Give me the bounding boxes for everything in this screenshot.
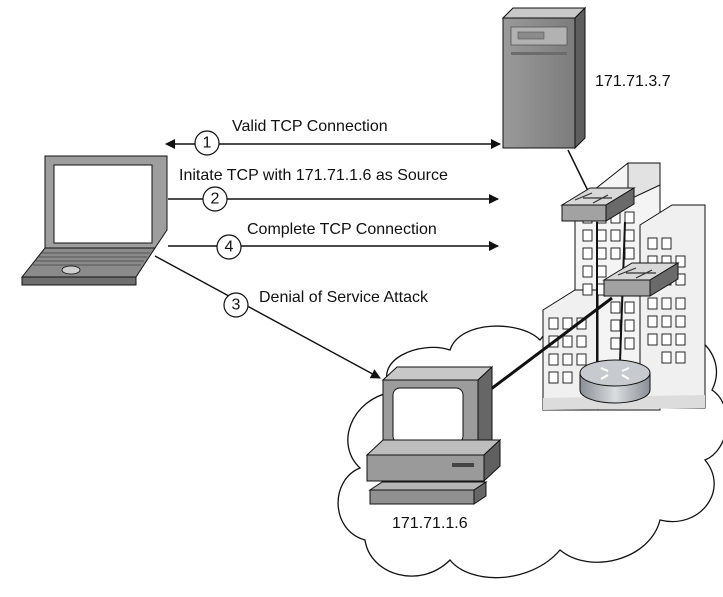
step-3-label: Denial of Service Attack [259, 289, 429, 306]
step-1-label: Valid TCP Connection [232, 118, 388, 135]
step-4-number: 4 [225, 239, 234, 256]
desktop-computer-icon [365, 365, 502, 505]
step-3-marker: 3 [223, 292, 249, 318]
step-2-label: Initate TCP with 171.71.1.6 as Source [179, 167, 448, 184]
server-icon [501, 6, 587, 150]
step-1-marker: 1 [194, 130, 220, 156]
step-3-number: 3 [232, 297, 241, 314]
step-2-number: 2 [211, 191, 220, 208]
step-4-marker: 4 [216, 234, 242, 260]
step-1-number: 1 [203, 135, 212, 152]
switch-icon [560, 187, 636, 222]
server-ip-label: 171.71.3.7 [595, 73, 671, 90]
laptop-icon [20, 155, 168, 286]
switch-icon [602, 262, 680, 297]
step-4-label: Complete TCP Connection [247, 221, 437, 238]
router-icon [579, 359, 651, 404]
step-2-marker: 2 [202, 186, 228, 212]
victim-ip-label: 171.71.1.6 [392, 515, 468, 532]
arrow-dos-attack [154, 255, 381, 379]
